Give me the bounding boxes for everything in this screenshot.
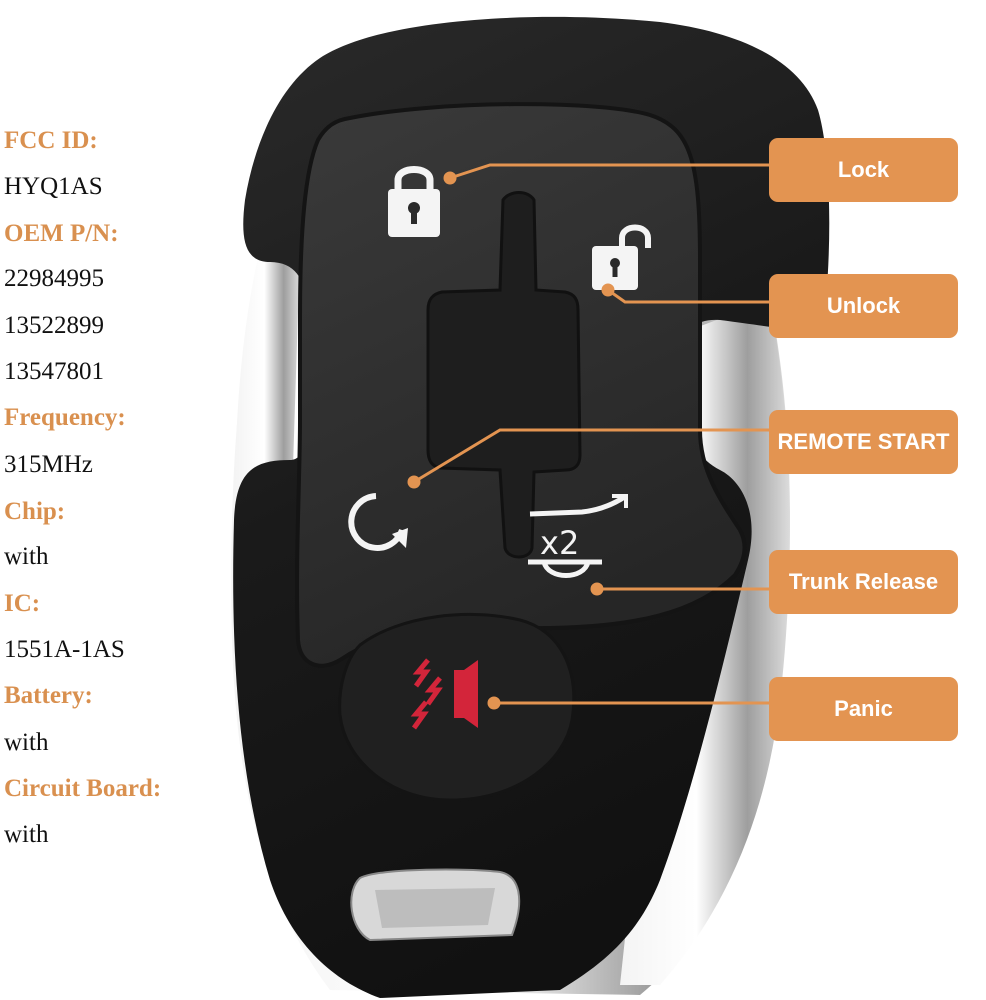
spec-label-oem-pn: OEM P/N:: [4, 220, 119, 247]
spec-value-circuit-board: with: [4, 821, 49, 848]
callout-lock: Lock: [769, 138, 958, 202]
spec-value-frequency: 315MHz: [4, 451, 93, 478]
leader-line-remote-start: [413, 428, 770, 484]
spec-value-oem-pn-3: 13547801: [4, 358, 104, 385]
leader-line-lock: [449, 163, 770, 180]
spec-label-fcc-id: FCC ID:: [4, 127, 98, 154]
spec-label-circuit-board: Circuit Board:: [4, 775, 162, 802]
spec-label-frequency: Frequency:: [4, 404, 126, 431]
padlock-unlocked-icon: [592, 224, 651, 290]
callout-unlock: Unlock: [769, 274, 958, 338]
leader-line-unlock: [607, 288, 770, 304]
spec-value-chip: with: [4, 543, 49, 570]
spec-value-oem-pn-2: 13522899: [4, 312, 104, 339]
spec-value-battery: with: [4, 729, 49, 756]
spec-value-ic: 1551A-1AS: [4, 636, 125, 663]
trunk-x2-text: x2: [540, 524, 579, 562]
spec-label-ic: IC:: [4, 590, 41, 617]
callout-panic: Panic: [769, 677, 958, 741]
padlock-locked-icon: [388, 166, 440, 237]
callout-remote-start: REMOTE START: [769, 410, 958, 474]
spec-value-fcc-id: HYQ1AS: [4, 173, 103, 200]
center-groove: [426, 191, 582, 559]
leader-lines: [407, 163, 770, 710]
panic-alarm-icon: [410, 658, 478, 730]
spec-value-oem-pn-1: 22984995: [4, 265, 104, 292]
spec-label-chip: Chip:: [4, 498, 66, 525]
remote-start-icon: [348, 493, 408, 551]
spec-label-battery: Battery:: [4, 682, 93, 709]
callout-trunk-release: Trunk Release: [769, 550, 958, 614]
trunk-release-x2-icon: x2: [528, 493, 628, 578]
